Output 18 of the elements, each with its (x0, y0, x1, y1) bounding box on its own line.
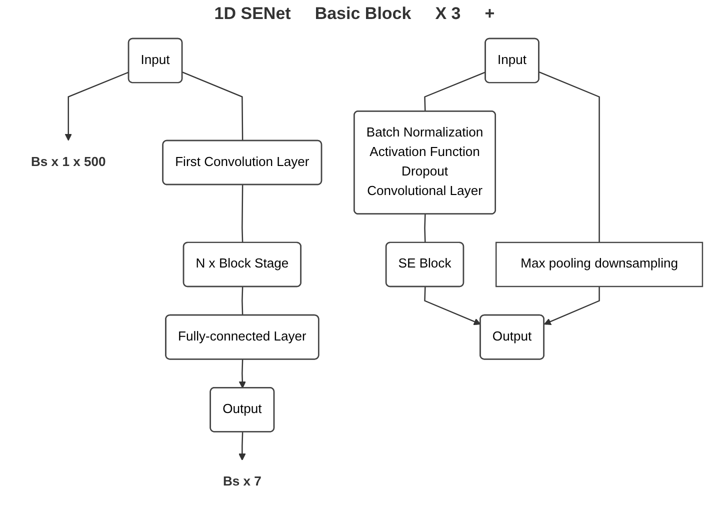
arrow (64, 71, 130, 140)
node-text: Bs x 7 (222, 474, 262, 488)
connector (424, 214, 426, 242)
node-text: Bs x 1 x 500 (31, 154, 106, 169)
connector (182, 71, 244, 140)
connector (242, 184, 244, 242)
column-heading: 1D SENet (214, 4, 291, 24)
arrow (424, 286, 481, 325)
connector (424, 71, 486, 112)
connector (538, 71, 600, 242)
arrow (238, 359, 246, 388)
connector (242, 286, 244, 316)
column-heading: Basic Block (314, 4, 412, 24)
node-box: Max pooling downsampling (495, 241, 704, 287)
arrow (544, 286, 600, 325)
note-text: X 3 (435, 4, 461, 24)
note-text: + (484, 4, 495, 24)
arrow (238, 432, 246, 460)
